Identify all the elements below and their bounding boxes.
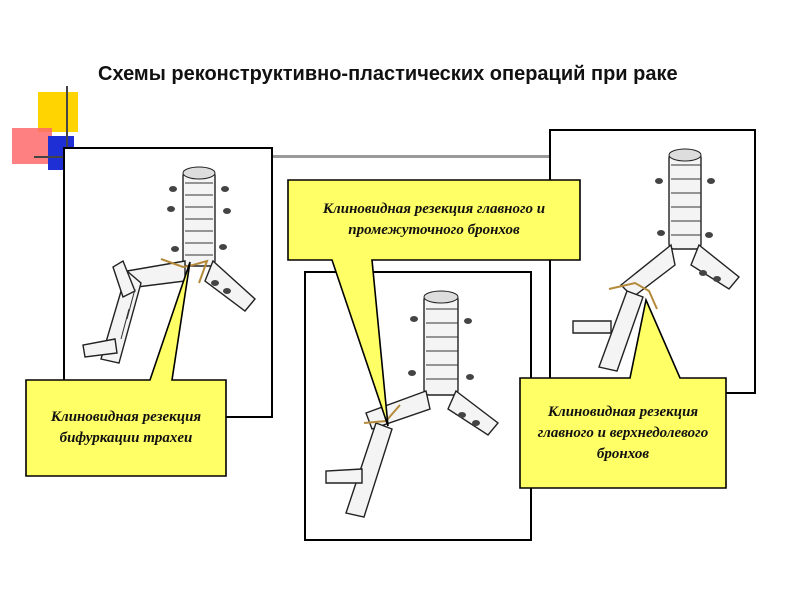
- deco-rule-line: [270, 155, 552, 158]
- bronchial-tree-illustration: [82, 166, 256, 364]
- diagram-frame-2: [304, 271, 532, 541]
- callout-shape-1: [25, 261, 227, 477]
- deco-red-square: [12, 128, 52, 164]
- bronchial-tree-illustration: [325, 290, 500, 518]
- callout-text-1: Клиновидная резекция бифуркации трахеи: [50, 409, 202, 446]
- callout-text-3: Клиновидная резекция главного и верхнедо…: [537, 403, 709, 462]
- deco-yellow-square: [38, 92, 78, 132]
- callout-text-2: Клиновидная резекция главного и промежут…: [322, 201, 546, 238]
- callout-shape-2: [287, 179, 581, 427]
- deco-vertical-line: [66, 86, 68, 168]
- callout-shape-3: [519, 297, 727, 489]
- bronchial-tree-illustration: [572, 148, 740, 372]
- slide-title: Схемы реконструктивно-пластических опера…: [98, 63, 678, 85]
